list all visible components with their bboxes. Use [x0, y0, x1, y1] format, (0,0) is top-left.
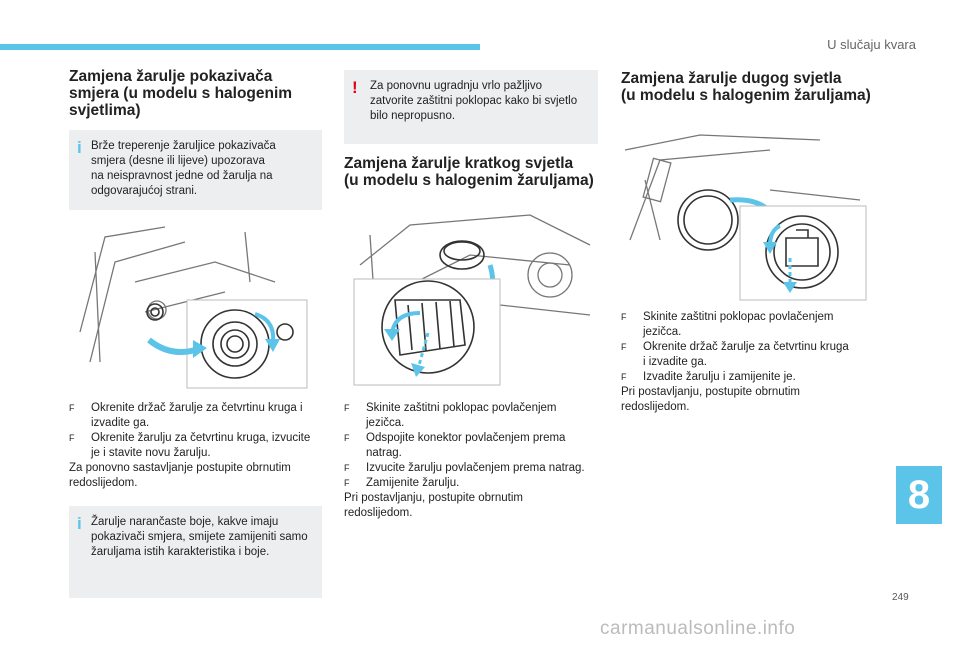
- step-item: F Izvucite žarulju povlačenjem prema nat…: [344, 462, 585, 474]
- bullet-icon: F: [69, 403, 75, 413]
- step-item: F Okrenite držač žarulje za četvrtinu kr…: [69, 402, 303, 429]
- info-icon: i: [77, 514, 82, 533]
- turn-signal-steps: F Okrenite držač žarulje za četvrtinu kr…: [69, 401, 324, 491]
- bullet-icon: F: [69, 433, 75, 443]
- high-beam-title: Zamjena žarulje dugog svjetla (u modelu …: [621, 70, 871, 104]
- bullet-icon: F: [344, 433, 350, 443]
- high-beam-illustration: [624, 134, 867, 301]
- turn-signal-illustration: [79, 226, 308, 389]
- low-beam-steps: F Skinite zaštitni poklopac povlačenjem …: [344, 401, 599, 521]
- chapter-tab: 8: [896, 466, 942, 524]
- bullet-icon: F: [621, 342, 627, 352]
- high-beam-steps: F Skinite zaštitni poklopac povlačenjem …: [621, 310, 876, 415]
- warning-note-seal: ! Za ponovnu ugradnju vrlo pažljivo zatv…: [344, 70, 598, 144]
- step-item: F Skinite zaštitni poklopac povlačenjem …: [621, 311, 834, 338]
- info-note-turn-signal: i Brže treperenje žaruljice pokazivača s…: [69, 130, 322, 210]
- bullet-icon: F: [621, 372, 627, 382]
- bullet-icon: F: [344, 463, 350, 473]
- step-item: F Okrenite žarulju za četvrtinu kruga, i…: [69, 432, 311, 459]
- info-icon: i: [77, 138, 82, 157]
- reassembly-text: Pri postavljanju, postupite obrnutim red…: [621, 386, 800, 413]
- step-item: F Izvadite žarulju i zamijenite je.: [621, 371, 796, 383]
- low-beam-illustration: [353, 214, 591, 386]
- reassembly-text: Za ponovno sastavljanje postupite obrnut…: [69, 462, 291, 489]
- top-accent-bar: [0, 44, 480, 50]
- bullet-icon: F: [621, 312, 627, 322]
- bullet-icon: F: [344, 403, 350, 413]
- step-item: F Okrenite držač žarulje za četvrtinu kr…: [621, 341, 849, 368]
- low-beam-title: Zamjena žarulje kratkog svjetla (u model…: [344, 155, 594, 189]
- warning-icon: !: [352, 78, 358, 97]
- reassembly-text: Pri postavljanju, postupite obrnutim red…: [344, 492, 523, 519]
- page-number: 249: [892, 592, 909, 603]
- watermark: carmanualsonline.info: [600, 618, 796, 639]
- bullet-icon: F: [344, 478, 350, 488]
- turn-signal-title: Zamjena žarulje pokazivača smjera (u mod…: [69, 68, 293, 119]
- section-header: U slučaju kvara: [827, 37, 916, 52]
- step-item: F Skinite zaštitni poklopac povlačenjem …: [344, 402, 557, 429]
- step-item: F Odspojite konektor povlačenjem prema n…: [344, 432, 566, 459]
- step-item: F Zamijenite žarulju.: [344, 477, 460, 489]
- info-note-orange-bulbs: i Žarulje narančaste boje, kakve imaju p…: [69, 506, 322, 598]
